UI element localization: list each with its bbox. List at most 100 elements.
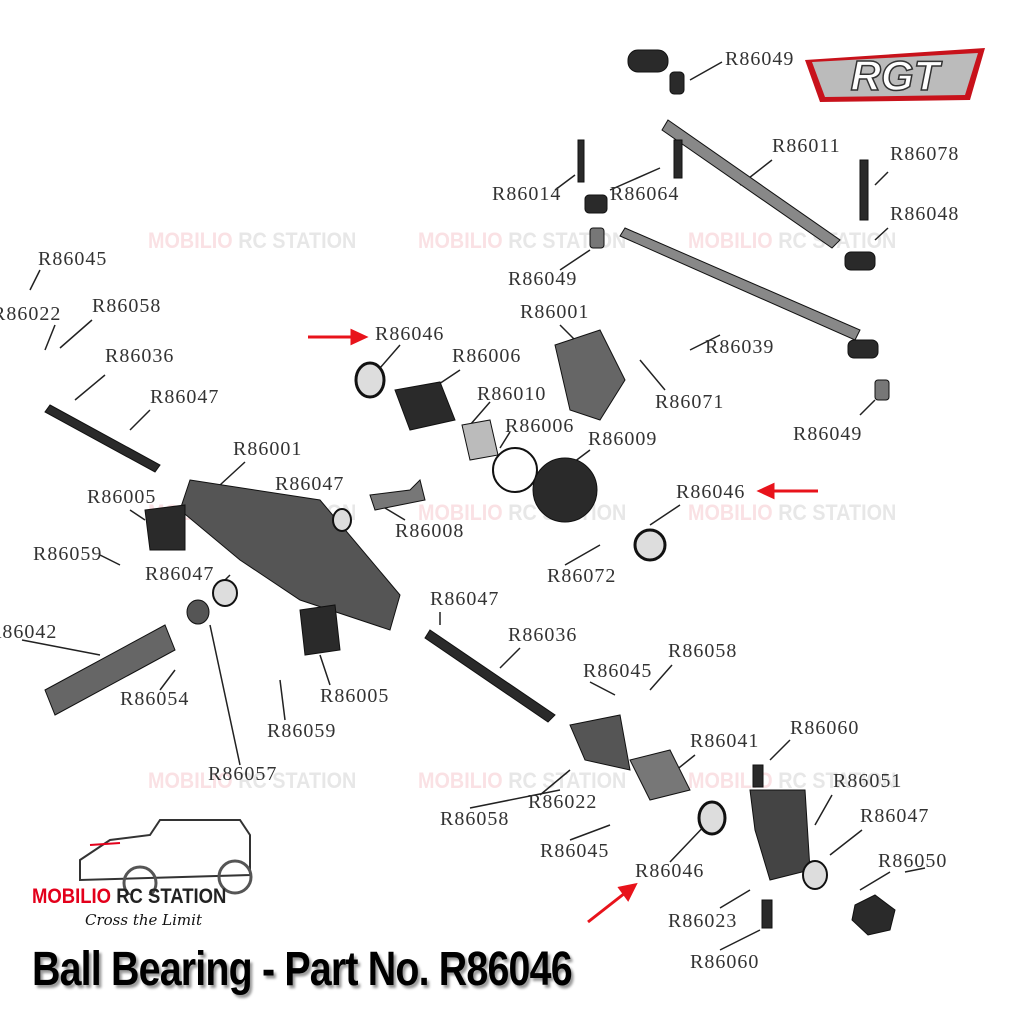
part-label: R86036 <box>105 345 175 367</box>
part-label: R86071 <box>655 391 725 413</box>
part-label: R86058 <box>668 640 738 662</box>
axle-cover-part <box>554 329 626 421</box>
part-label: R86047 <box>150 386 220 408</box>
part-label: R86047 <box>145 563 215 585</box>
part-label: R86022 <box>0 303 62 325</box>
part-label: R86078 <box>890 143 960 165</box>
logo-brand-text: MOBILIO RC STATION <box>32 885 227 908</box>
part-label: R86045 <box>583 660 653 682</box>
part-label: R86014 <box>492 183 562 205</box>
part-label: R86060 <box>690 951 760 973</box>
watermark: MOBILIO RC STATION <box>418 228 627 253</box>
bearing-part <box>186 599 210 625</box>
spool-part <box>461 419 499 461</box>
bearing-part <box>332 508 352 532</box>
part-label: R86008 <box>395 520 465 542</box>
watermark: MOBILIO RC STATION <box>148 768 357 793</box>
watermark: MOBILIO RC STATION <box>688 500 897 525</box>
part-label: R86049 <box>508 268 578 290</box>
rgt-logo-graphic: RGT <box>805 48 985 102</box>
arrow-icon <box>350 328 369 346</box>
screw-part <box>752 764 764 788</box>
screw-part <box>859 159 869 221</box>
part-label: R86054 <box>120 688 190 710</box>
part-label: R86049 <box>725 48 795 70</box>
screw-part <box>761 899 773 929</box>
part-label: R86039 <box>705 336 775 358</box>
steering-knuckle-part <box>749 789 811 881</box>
ball-bearing-part <box>354 361 386 399</box>
ball-end-part <box>669 71 685 95</box>
screw-part <box>577 139 585 183</box>
bearing-part <box>212 579 238 607</box>
c-hub-part <box>569 714 631 771</box>
part-label: R86045 <box>540 840 610 862</box>
part-label: R86011 <box>772 135 841 157</box>
arrow-icon <box>756 482 775 500</box>
parts <box>44 49 896 936</box>
rod-end-part <box>584 194 608 214</box>
part-label: R86047 <box>430 588 500 610</box>
part-label: R86050 <box>878 850 948 872</box>
axle-housing-part <box>179 479 401 631</box>
servo-horn-part <box>627 49 669 73</box>
driveshaft-part <box>44 624 176 716</box>
part-label: R86051 <box>833 770 903 792</box>
tie-rod-part <box>619 227 861 341</box>
part-label: R86058 <box>92 295 162 317</box>
ball-bearing-part <box>633 528 667 562</box>
part-label: R86064 <box>610 183 680 205</box>
diff-case-part <box>394 381 456 431</box>
red-arrows <box>308 328 818 924</box>
svg-text:RGT: RGT <box>851 52 943 99</box>
steering-link-part <box>661 119 841 249</box>
part-label: R86006 <box>452 345 522 367</box>
gasket-part <box>492 447 538 493</box>
stub-axle-part <box>629 749 691 801</box>
part-label: R86060 <box>790 717 860 739</box>
axle-shaft-part <box>44 404 161 473</box>
part-label: R86047 <box>860 805 930 827</box>
part-label: R86059 <box>267 720 337 742</box>
ball-bearing-part <box>697 800 727 836</box>
rod-end-part <box>847 339 879 359</box>
part-label: R86048 <box>890 203 960 225</box>
part-label: R86023 <box>668 910 738 932</box>
page-title: Ball Bearing - Part No. R86046 <box>32 943 573 996</box>
part-label: R86036 <box>508 624 578 646</box>
part-label: R86058 <box>440 808 510 830</box>
part-label: R86041 <box>690 730 760 752</box>
part-label: R86072 <box>547 565 617 587</box>
part-label: R86042 <box>0 621 58 643</box>
part-label: R86001 <box>520 301 590 323</box>
bearing-part <box>802 860 828 890</box>
part-label: R86046 <box>676 481 746 503</box>
part-label: R86046 <box>635 860 705 882</box>
link-mount-part <box>299 604 341 656</box>
part-label: R86001 <box>233 438 303 460</box>
part-label: R86047 <box>275 473 345 495</box>
rod-end-part <box>844 251 876 271</box>
part-label: R86009 <box>588 428 658 450</box>
ball-stud-part <box>589 227 605 249</box>
part-label: R86006 <box>505 415 575 437</box>
part-label: R86005 <box>87 486 157 508</box>
rgt-logo: RGT <box>800 40 990 108</box>
part-label: R86045 <box>38 248 108 270</box>
screw-part <box>673 139 683 179</box>
part-label: R86049 <box>793 423 863 445</box>
arrow-icon <box>587 891 626 924</box>
link-mount-part <box>144 504 186 551</box>
mobilio-rc-station-logo: MOBILIO RC STATION Cross the Limit <box>30 815 260 935</box>
ring-gear-part <box>532 457 598 523</box>
watermark: MOBILIO RC STATION <box>148 228 357 253</box>
part-label: R86057 <box>208 763 278 785</box>
part-label: R86046 <box>375 323 445 345</box>
part-label: R86010 <box>477 383 547 405</box>
logo-tagline: Cross the Limit <box>85 911 202 929</box>
wheel-nut-part <box>851 894 896 936</box>
axle-shaft-part <box>424 629 556 723</box>
arrow-icon <box>617 882 638 902</box>
part-label: R86005 <box>320 685 390 707</box>
